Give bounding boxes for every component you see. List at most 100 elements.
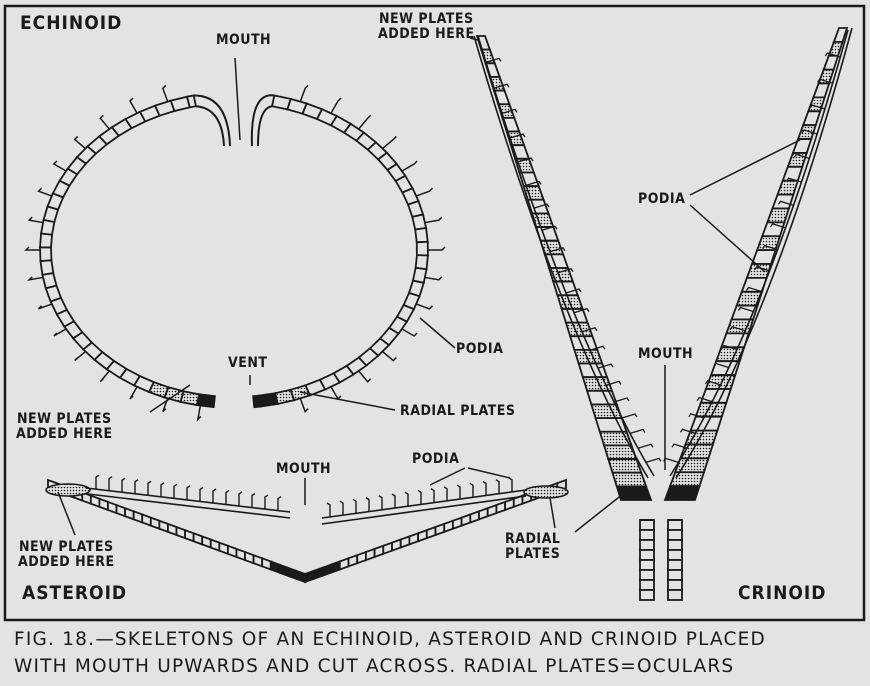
podium xyxy=(160,482,165,497)
leader-lines xyxy=(57,37,801,536)
arm xyxy=(85,487,291,519)
echinoid-new-plates-label: NEW PLATES ADDED HERE xyxy=(378,12,475,42)
plate xyxy=(304,569,315,584)
crinoid-mouth-label: MOUTH xyxy=(638,346,694,362)
podium xyxy=(417,489,422,505)
podium xyxy=(161,84,169,102)
plate xyxy=(469,510,480,524)
podium xyxy=(238,491,243,506)
plate xyxy=(132,510,144,524)
stem-plate xyxy=(667,519,683,531)
plate xyxy=(791,138,813,154)
label-line: PLATES xyxy=(505,546,561,562)
label-line: NEW PLATES xyxy=(16,411,112,427)
podium xyxy=(382,350,397,362)
podium xyxy=(352,498,357,514)
plate xyxy=(252,394,263,409)
stem-plate xyxy=(667,569,683,581)
podium xyxy=(299,398,309,413)
podium xyxy=(541,225,558,231)
label-line: ADDED HERE xyxy=(18,554,115,570)
plate xyxy=(107,500,118,515)
podium xyxy=(330,386,342,401)
plate xyxy=(451,516,463,531)
plate xyxy=(460,513,472,527)
podium xyxy=(358,370,372,383)
podium xyxy=(485,57,502,64)
plate xyxy=(39,232,53,249)
asteroid-new-plates-label: NEW PLATES ADDED HERE xyxy=(18,540,115,570)
stem-plate xyxy=(667,559,683,571)
echinoid-podia-label: PODIA xyxy=(456,341,504,357)
plate xyxy=(776,179,800,196)
podium xyxy=(108,476,113,491)
podium xyxy=(26,276,44,282)
podium xyxy=(704,380,721,386)
podium xyxy=(737,306,754,313)
podium xyxy=(456,484,461,500)
podium xyxy=(95,474,100,490)
plate xyxy=(590,403,623,420)
podium xyxy=(713,362,729,369)
plate xyxy=(417,528,428,543)
plate xyxy=(411,213,428,231)
plate xyxy=(124,506,135,521)
plate xyxy=(185,94,198,109)
plate xyxy=(330,560,341,574)
podium xyxy=(430,488,435,503)
plate xyxy=(807,96,826,113)
plate xyxy=(373,544,385,559)
podium xyxy=(721,344,738,351)
podium xyxy=(469,482,474,498)
plate xyxy=(443,519,454,534)
podium xyxy=(121,477,126,493)
plate xyxy=(364,547,376,562)
plate xyxy=(495,500,507,515)
plate xyxy=(822,54,840,71)
plate xyxy=(269,560,281,574)
stem-plate xyxy=(667,589,683,601)
caption-line-2: WITH MOUTH UPWARDS AND CUT ACROSS. RADIA… xyxy=(14,656,735,677)
plate xyxy=(226,544,238,559)
asteroid-title: ASTEROID xyxy=(22,582,128,604)
podium xyxy=(589,345,606,351)
plate xyxy=(750,249,777,265)
tip-plate xyxy=(45,483,91,497)
podium xyxy=(416,187,433,197)
podium xyxy=(424,276,443,281)
figure-frame xyxy=(3,4,866,622)
podium xyxy=(162,398,169,413)
podium xyxy=(785,177,802,183)
plate xyxy=(286,566,298,581)
plate xyxy=(321,563,333,578)
plate xyxy=(414,254,429,271)
podium xyxy=(225,489,230,505)
label-line: NEW PLATES xyxy=(18,539,114,555)
podium xyxy=(299,84,309,102)
asteroid-radial-plates-label: RADIAL PLATES xyxy=(505,532,560,562)
podium xyxy=(613,397,630,403)
podium xyxy=(605,380,622,386)
stem-plate xyxy=(667,539,683,551)
podium xyxy=(745,286,762,293)
crinoid-diagram xyxy=(473,27,853,601)
plate xyxy=(714,346,746,363)
stem-plate xyxy=(667,529,683,541)
podium xyxy=(378,495,383,510)
stem-plate xyxy=(639,529,655,541)
plate xyxy=(755,235,782,252)
podium xyxy=(662,457,679,464)
podium xyxy=(629,428,646,435)
podium xyxy=(671,443,688,449)
podium xyxy=(565,288,582,294)
plate xyxy=(478,506,489,521)
podium xyxy=(729,326,746,332)
asteroid-diagram xyxy=(45,474,569,584)
echinoid-new-plates-bottom-label: NEW PLATES ADDED HERE xyxy=(16,412,113,442)
podium xyxy=(770,223,786,229)
asteroid-mouth-label: MOUTH xyxy=(276,461,332,477)
podium xyxy=(801,129,818,135)
mouth-lip xyxy=(250,94,275,147)
plate xyxy=(175,525,186,540)
podium xyxy=(24,246,40,251)
